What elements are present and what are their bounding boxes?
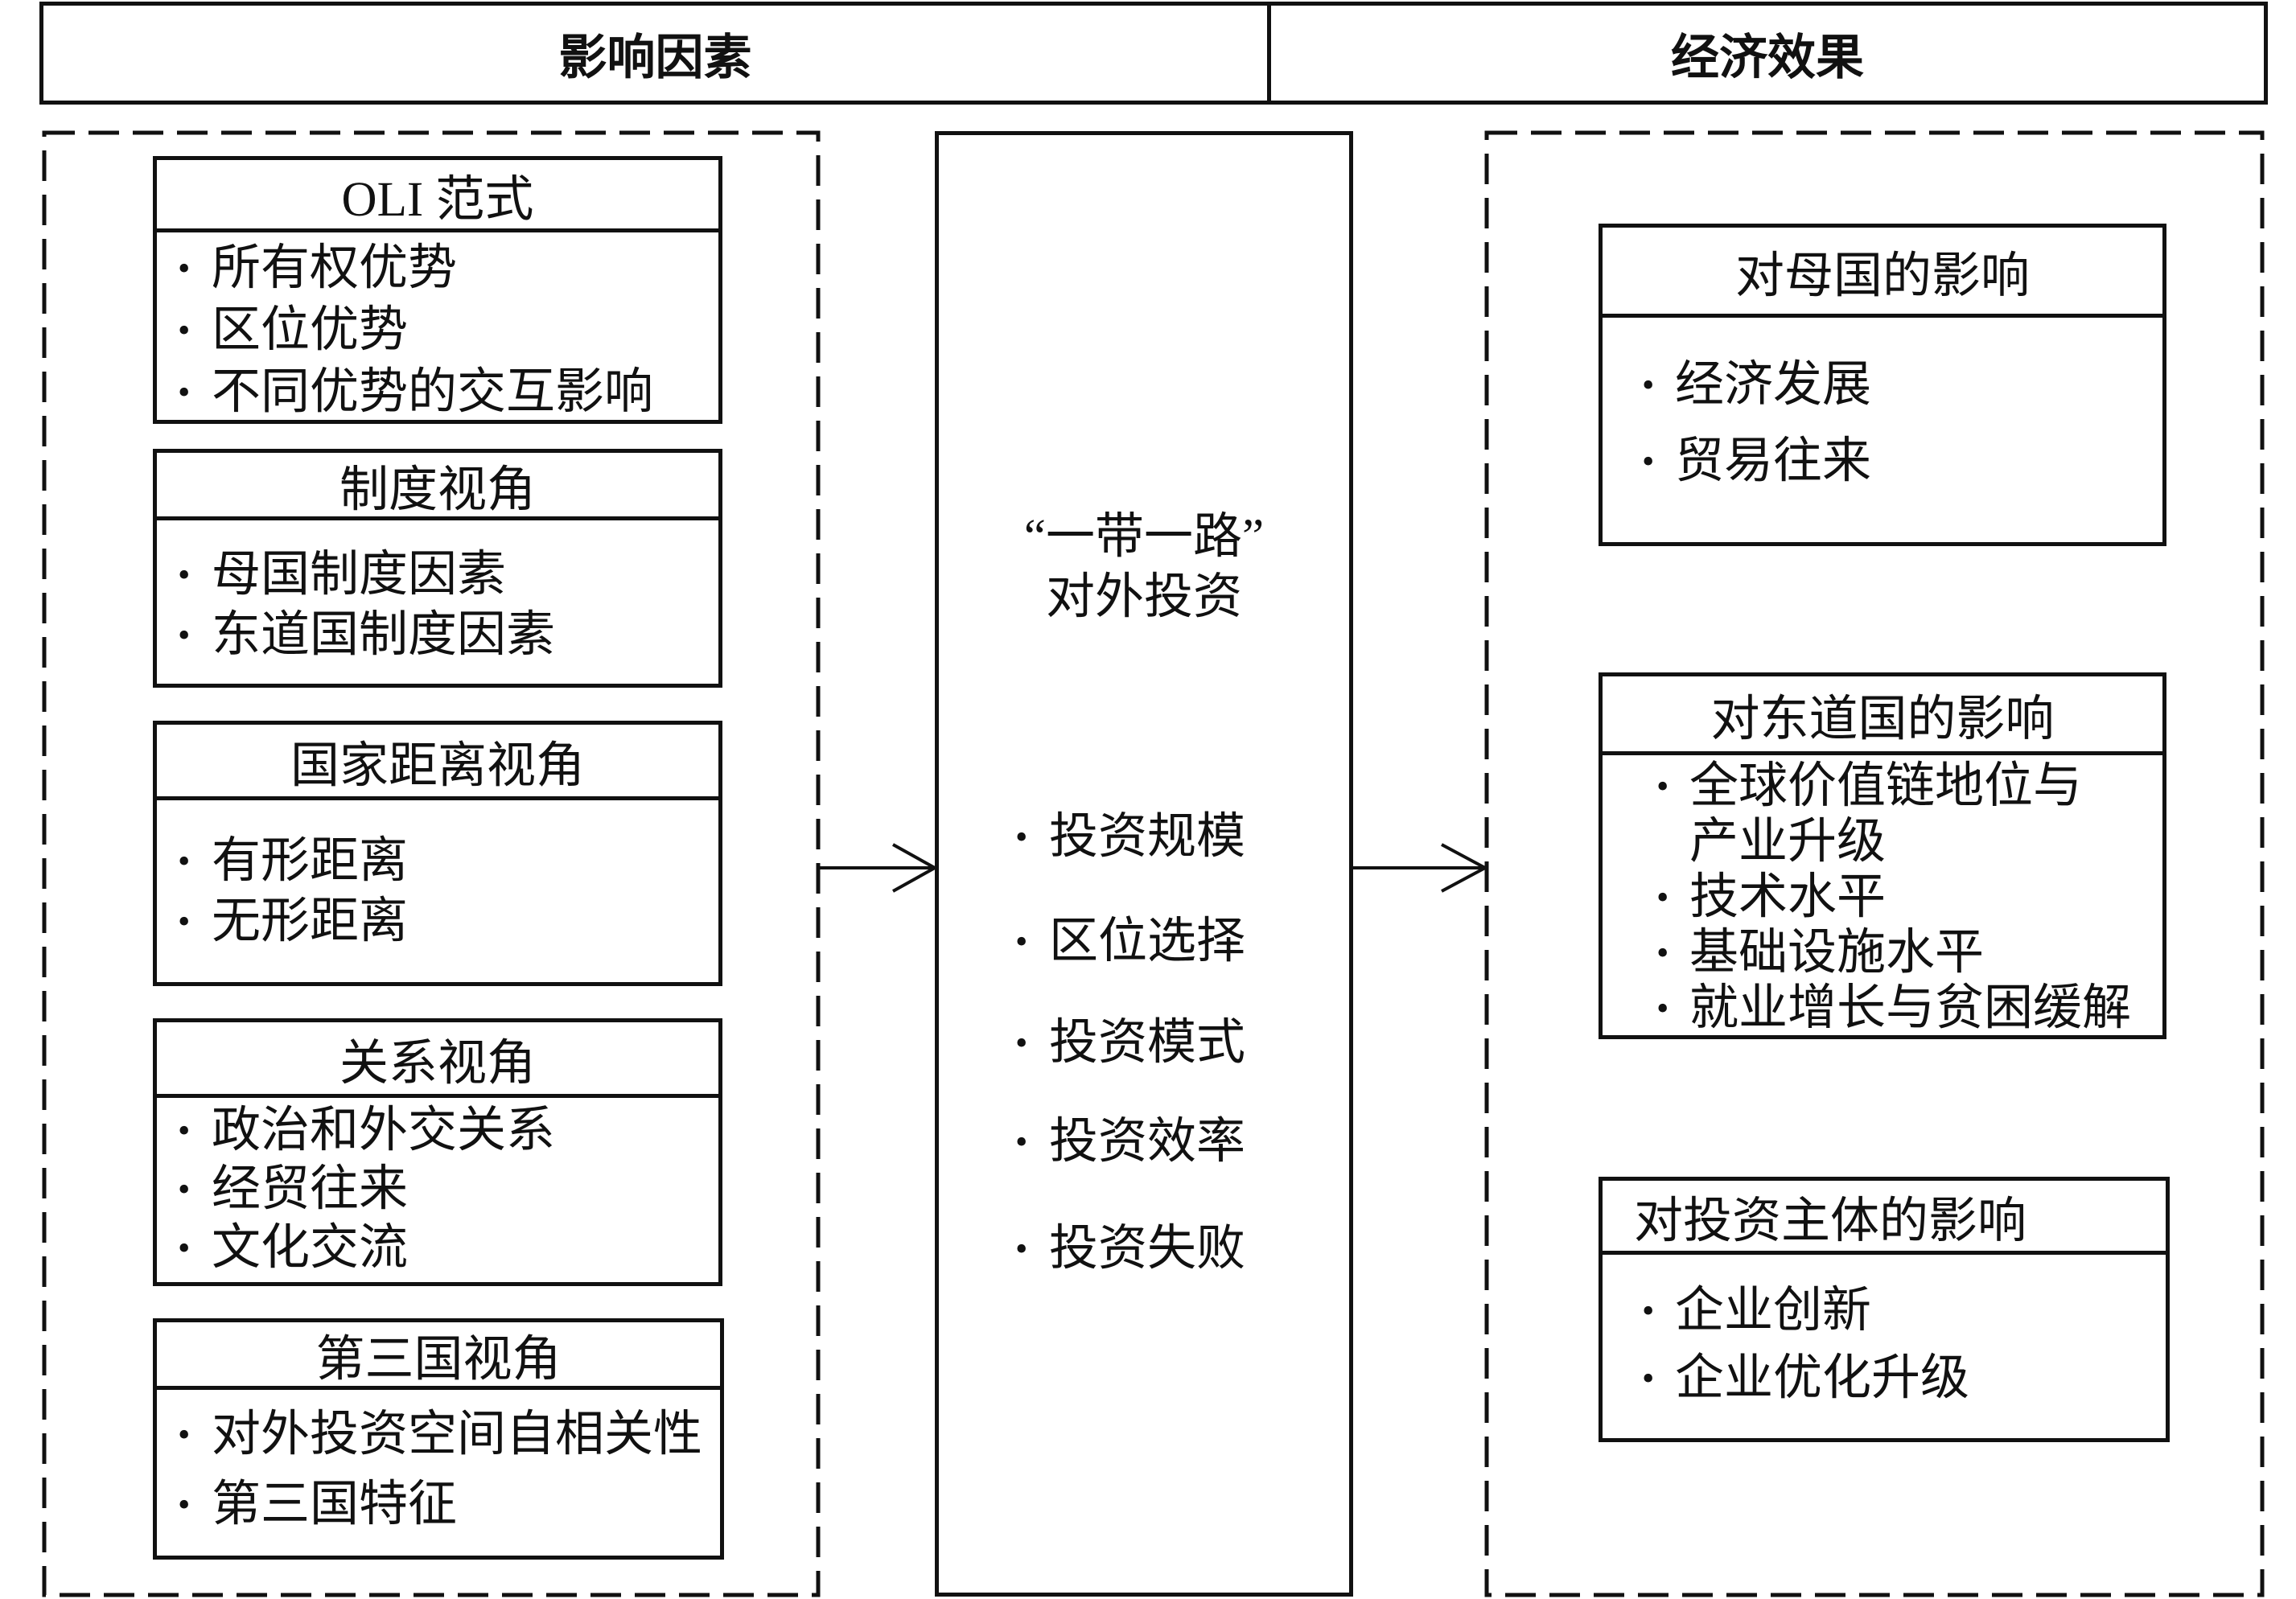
factor-box-title: 制度视角 [157,453,718,520]
arrow-head-icon [1441,843,1489,893]
factor-box-title: 关系视角 [157,1022,718,1098]
effect-box-investor: 对投资主体的影响 企业创新 企业优化升级 [1599,1177,2170,1442]
list-item: 无形距离 [157,891,718,952]
effects-group-frame [1484,130,2265,1597]
investment-title-line: 对外投资 [1045,570,1242,624]
list-item: 第三国特征 [157,1470,720,1539]
list-item: 经贸往来 [157,1160,718,1219]
investment-title-line: “一带一路” [1023,510,1265,564]
factor-item-list: 政治和外交关系 经贸往来 文化交流 [157,1098,718,1277]
factor-box-title: 第三国视角 [157,1322,720,1390]
factor-box-oli-paradigm: OLI 范式 所有权优势 区位优势 不同优势的交互影响 [153,156,722,424]
factor-item-list: 所有权优势 区位优势 不同优势的交互影响 [157,232,718,423]
list-item: 企业创新 [1603,1277,2166,1345]
investment-box: “一带一路” 对外投资 投资规模 区位选择 投资模式 投资效率 投资失败 [935,131,1353,1597]
effect-item-list: 全球价值链地位与 产业升级 技术水平 基础设施水平 就业增长与贫困缓解 [1603,755,2162,1036]
list-item: 不同优势的交互影响 [157,361,718,423]
list-item: 区位优势 [157,299,718,361]
list-item: 投资模式 [939,1015,1245,1071]
factor-box-country-distance: 国家距离视角 有形距离 无形距离 [153,721,722,986]
list-item: 对外投资空间自相关性 [157,1400,720,1470]
investment-box-title: “一带一路” 对外投资 [939,507,1349,627]
factor-box-third-country: 第三国视角 对外投资空间自相关性 第三国特征 [153,1318,724,1560]
effect-box-home-country: 对母国的影响 经济发展 贸易往来 [1599,224,2166,546]
header-effects-label: 经济效果 [1671,31,1864,84]
list-item: 全球价值链地位与 产业升级 [1603,758,2162,869]
factor-item-list: 有形距离 无形距离 [157,800,718,952]
arrow-investment-to-effects [1353,843,1489,893]
list-item: 投资规模 [939,809,1245,865]
list-item: 贸易往来 [1603,423,2162,499]
arrow-factors-to-investment [818,843,939,893]
header-factors-label: 影响因素 [43,6,1271,101]
list-item: 投资失败 [939,1221,1245,1277]
effect-box-host-country: 对东道国的影响 全球价值链地位与 产业升级 技术水平 基础设施水平 就业增长与贫… [1599,672,2166,1039]
list-item: 母国制度因素 [157,545,718,605]
list-item: 技术水平 [1603,869,2162,925]
header-bar: 影响因素 经济效果 [39,2,2268,105]
list-item: 文化交流 [157,1219,718,1277]
list-item: 有形距离 [157,831,718,891]
factor-box-title: 国家距离视角 [157,725,718,800]
effect-box-title: 对投资主体的影响 [1603,1181,2166,1255]
effect-item-list: 企业创新 企业优化升级 [1603,1255,2166,1412]
factor-box-relations: 关系视角 政治和外交关系 经贸往来 文化交流 [153,1018,722,1286]
list-item: 东道国制度因素 [157,605,718,665]
factor-item-list: 母国制度因素 东道国制度因素 [157,520,718,665]
factors-group-frame [42,130,821,1597]
factor-box-institution: 制度视角 母国制度因素 东道国制度因素 [153,449,722,688]
list-item: 经济发展 [1603,347,2162,423]
effect-item-list: 经济发展 贸易往来 [1603,318,2162,499]
list-item: 区位选择 [939,914,1245,970]
list-item: 投资效率 [939,1114,1245,1170]
list-item: 政治和外交关系 [157,1101,718,1160]
list-item: 就业增长与贫困缓解 [1603,980,2162,1036]
list-item: 基础设施水平 [1603,925,2162,980]
factor-box-title: OLI 范式 [157,160,718,232]
factor-item-list: 对外投资空间自相关性 第三国特征 [157,1390,720,1539]
list-item: 企业优化升级 [1603,1345,2166,1412]
list-item: 所有权优势 [157,237,718,299]
effect-box-title: 对母国的影响 [1603,228,2162,318]
effect-box-title: 对东道国的影响 [1603,676,2162,755]
